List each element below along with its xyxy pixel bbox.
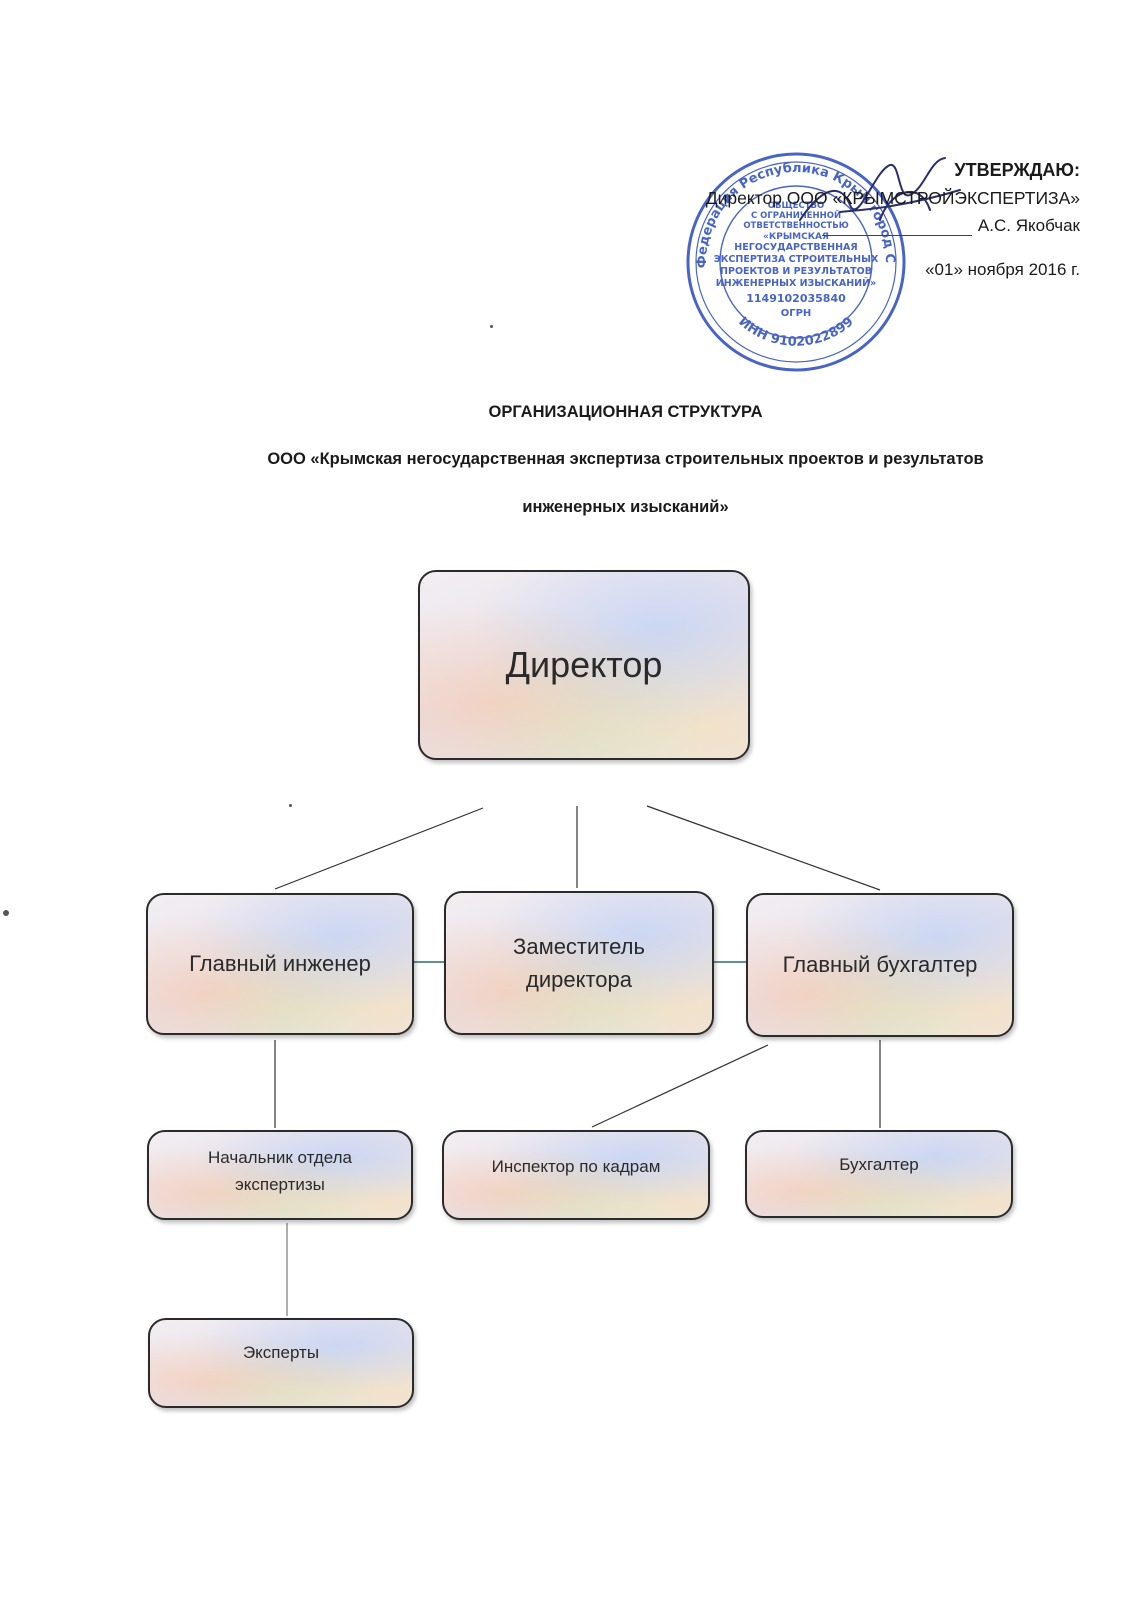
chief-engineer-label: Главный инженер <box>189 951 371 976</box>
hr-inspector-box: Инспектор по кадрам <box>442 1130 710 1220</box>
head-of-expertise-label-line1: Начальник отдела <box>208 1148 352 1167</box>
deputy-director-label-line2: директора <box>525 967 632 992</box>
head-of-expertise-box: Начальник отдела экспертизы <box>147 1130 413 1220</box>
chief-accountant-label: Главный бухгалтер <box>782 952 978 977</box>
svg-text:Российская Федерация Республик: Российская Федерация Республика Крым гор… <box>684 150 897 268</box>
scan-speck <box>3 910 9 916</box>
seal-inner-line: «КРЫМСКАЯ <box>763 232 829 242</box>
head-of-expertise-label-line2: экспертизы <box>235 1175 325 1195</box>
connector-director-chief-engineer <box>274 807 484 890</box>
approval-position: Директор ООО «КРЫМСТРОЙЭКСПЕРТИЗА» <box>705 188 1080 208</box>
svg-text:ИНН 9102022899: ИНН 9102022899 <box>735 314 856 350</box>
accountant-box: Бухгалтер <box>745 1130 1013 1218</box>
director-box: Директор <box>418 570 750 760</box>
seal-bottom-text: ИНН 9102022899 <box>735 314 856 350</box>
approval-block: Российская Федерация Республика Крым гор… <box>600 150 1080 380</box>
approval-date: «01» ноября 2016 г. <box>925 260 1080 279</box>
experts-label: Эксперты <box>242 1343 320 1362</box>
company-seal: Российская Федерация Республика Крым гор… <box>684 150 906 372</box>
seal-ogrn-number: 1149102035840 <box>746 292 846 305</box>
approval-title: УТВЕРЖДАЮ: <box>954 160 1080 180</box>
scan-speck <box>490 325 493 328</box>
scan-speck <box>289 804 292 807</box>
chief-accountant-box: Главный бухгалтер <box>746 893 1014 1037</box>
deputy-director-box: Заместитель директора <box>444 891 714 1035</box>
deputy-director-label-line1: Заместитель <box>513 934 645 959</box>
accountant-label: Бухгалтер <box>839 1155 919 1174</box>
experts-box: Эксперты <box>148 1318 414 1408</box>
connector-director-chief-accountant <box>646 805 881 891</box>
seal-inner-line: ПРОЕКТОВ И РЕЗУЛЬТАТОВ <box>720 266 872 277</box>
connector-chief-accountant-hr-inspector <box>591 1044 769 1128</box>
seal-outer-text: Российская Федерация Республика Крым гор… <box>684 150 897 268</box>
seal-inner-line: ЭКСПЕРТИЗА СТРОИТЕЛЬНЫХ <box>714 254 879 265</box>
signature-rule <box>821 221 972 236</box>
hr-inspector-label: Инспектор по кадрам <box>491 1157 661 1176</box>
document-title: ОРГАНИЗАЦИОННАЯ СТРУКТУРА <box>488 403 763 421</box>
organization-name-line1: ООО «Крымская негосударственная эксперти… <box>267 450 984 468</box>
director-label: Директор <box>505 644 663 685</box>
seal-inner-line: ИНЖЕНЕРНЫХ ИЗЫСКАНИЙ» <box>716 277 876 289</box>
chief-engineer-box: Главный инженер <box>146 893 414 1035</box>
organization-name-line2: инженерных изысканий» <box>522 498 729 516</box>
approval-signatory: А.С. Якобчак <box>977 216 1080 235</box>
seal-ogrn-label: ОГРН <box>781 308 812 319</box>
approval-signature-line: А.С. Якобчак <box>821 216 1080 236</box>
seal-inner-line: НЕГОСУДАРСТВЕННАЯ <box>734 242 857 253</box>
